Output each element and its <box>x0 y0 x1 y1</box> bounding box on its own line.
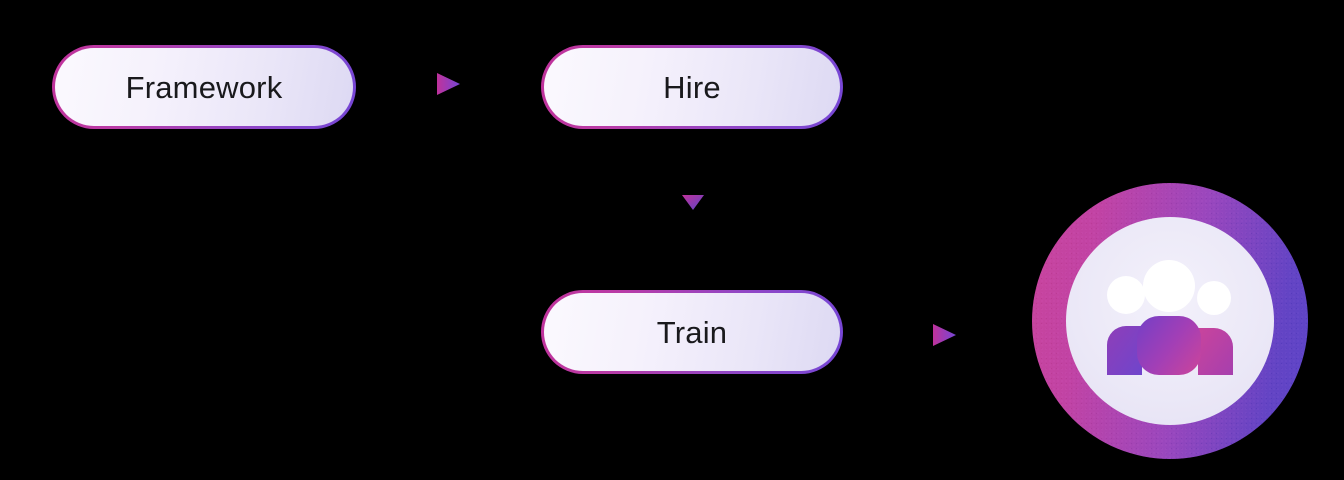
node-train[interactable]: Train <box>541 290 843 374</box>
people-badge[interactable] <box>1032 183 1308 459</box>
node-framework-body: Framework <box>55 48 353 126</box>
people-group-icon <box>1107 260 1233 375</box>
arrowhead-icon <box>437 73 460 95</box>
person-head-left <box>1107 276 1145 314</box>
node-hire[interactable]: Hire <box>541 45 843 129</box>
node-hire-label: Hire <box>663 69 721 105</box>
person-body-right <box>1198 328 1233 375</box>
arrowhead-icon <box>682 195 704 210</box>
person-body-center <box>1137 316 1201 375</box>
node-train-body: Train <box>544 293 840 371</box>
node-framework[interactable]: Framework <box>52 45 356 129</box>
edge-framework-to-hire <box>356 72 542 96</box>
person-head-center <box>1143 260 1195 312</box>
edge-hire-to-train <box>680 128 706 291</box>
person-body-left <box>1107 326 1142 375</box>
arrowhead-icon <box>933 324 956 346</box>
edge-train-to-people <box>843 323 1039 347</box>
node-train-label: Train <box>656 314 728 350</box>
node-hire-body: Hire <box>544 48 840 126</box>
person-head-right <box>1197 281 1231 315</box>
node-framework-label: Framework <box>125 69 283 105</box>
